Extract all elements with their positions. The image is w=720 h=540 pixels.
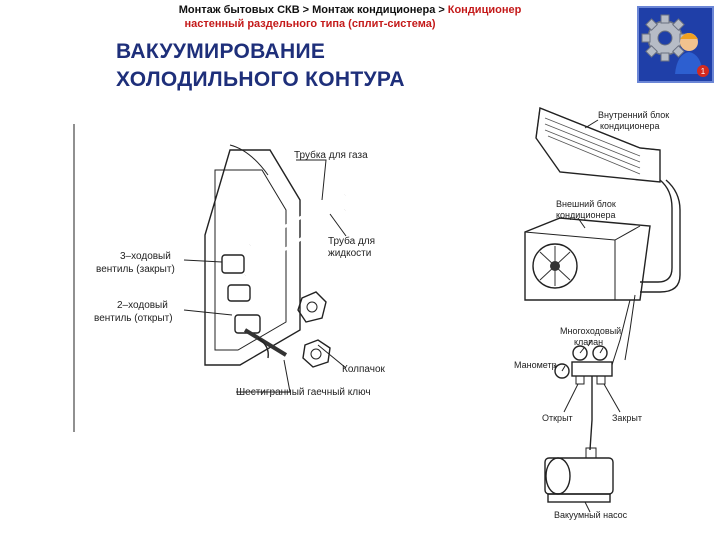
label-outdoor-unit-1: Внешний блок — [556, 199, 616, 209]
label-closed: Закрыт — [612, 413, 642, 423]
label-gauge: Манометр — [514, 360, 557, 370]
label-open: Открыт — [542, 413, 573, 423]
label-liquid-pipe-1: Труба для — [328, 235, 375, 247]
label-hex-wrench: Шестигранный гаечный ключ — [236, 387, 371, 398]
valve-closeup-illustration — [73, 124, 347, 432]
label-indoor-unit-1: Внутренний блок — [598, 110, 669, 120]
label-vacuum-pump: Вакуумный насос — [554, 510, 628, 520]
breadcrumb-separator: > — [302, 4, 310, 16]
breadcrumb-item-ac-install[interactable]: Монтаж кондиционера — [312, 4, 436, 16]
page-title-line-1: ВАКУУМИРОВАНИЕ — [116, 40, 326, 63]
breadcrumb-item-current: Кондиционер — [447, 4, 522, 16]
logo-badge: 1 — [701, 67, 706, 76]
page-title: ВАКУУМИРОВАНИЕ ХОЛОДИЛЬНОГО КОНТУРА — [116, 38, 405, 94]
breadcrumb-item-household-ac[interactable]: Монтаж бытовых СКВ — [178, 4, 300, 16]
gear-worker-icon: 1 — [641, 14, 709, 77]
label-cap: Колпачок — [342, 364, 386, 375]
label-indoor-unit-2: кондиционера — [600, 121, 659, 131]
label-liquid-pipe-2: жидкости — [328, 248, 371, 259]
label-3way-valve-2: вентиль (закрыт) — [96, 264, 175, 275]
breadcrumb-separator: > — [438, 4, 445, 16]
split-system-illustration — [524, 107, 681, 513]
logo[interactable]: 1 — [637, 6, 714, 83]
label-outdoor-unit-2: кондиционера — [556, 210, 615, 220]
label-gas-pipe: Трубка для газа — [294, 149, 368, 161]
label-manifold-2: клапан — [574, 337, 603, 347]
label-2way-valve-1: 2–ходовый — [117, 300, 168, 311]
label-manifold-1: Многоходовый — [560, 326, 621, 336]
label-2way-valve-2: вентиль (открыт) — [94, 313, 173, 324]
label-3way-valve-1: 3–ходовый — [120, 251, 171, 262]
breadcrumb-item-current-continued: настенный раздельного типа (сплит-систем… — [184, 18, 436, 30]
page-title-line-2: ХОЛОДИЛЬНОГО КОНТУРА — [116, 68, 405, 91]
breadcrumb: Монтаж бытовых СКВ>Монтаж кондиционера>К… — [0, 3, 700, 17]
